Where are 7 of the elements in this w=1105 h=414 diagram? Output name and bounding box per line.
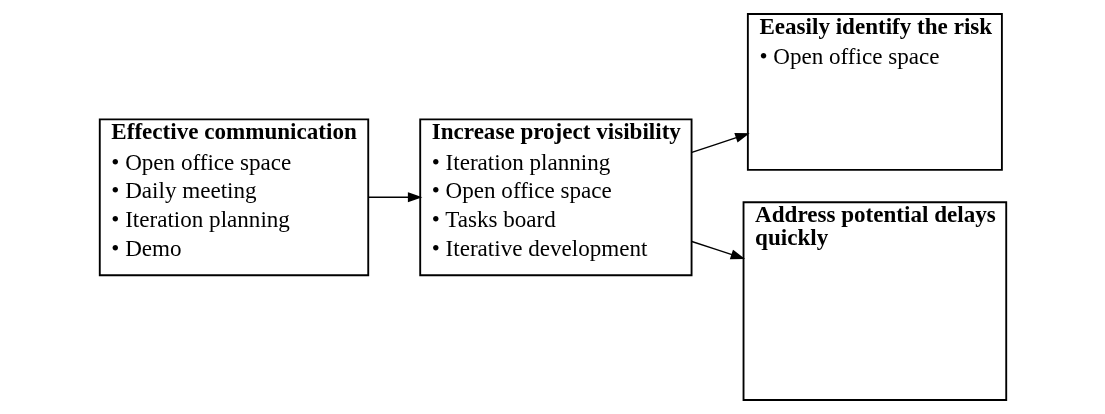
node-box: Increase project visibility • Iteration planning • Open office space • Tasks board • Iterative development	[418, 118, 692, 277]
node-box: Address potential delays quickly	[742, 201, 1007, 401]
arrow	[690, 132, 750, 154]
node-box: Effective communication • Open office space • Daily meeting • Iteration planning • Demo	[98, 118, 369, 277]
arrow	[367, 192, 422, 203]
node-box: Eeasily identify the risk • Open office space	[746, 13, 1003, 171]
arrow	[690, 240, 745, 260]
